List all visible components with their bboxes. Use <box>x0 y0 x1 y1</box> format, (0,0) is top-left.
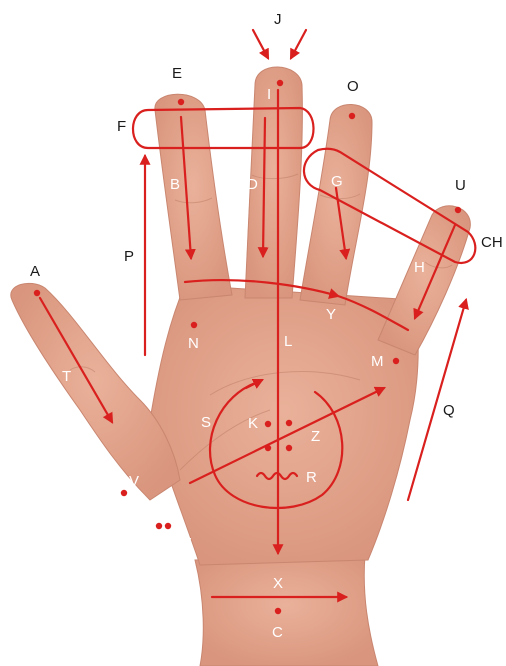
label-u: U <box>455 177 466 194</box>
label-h: H <box>414 259 425 276</box>
label-d: D <box>247 176 258 193</box>
label-b: B <box>170 176 180 193</box>
dot-m <box>393 358 399 364</box>
label-z: Z <box>311 428 320 445</box>
label-n: N <box>188 335 199 352</box>
label-ch: CH <box>481 234 503 251</box>
dot-w1 <box>156 523 162 529</box>
label-e: E <box>172 65 182 82</box>
arrow-j-left <box>253 30 268 58</box>
index-finger <box>155 94 232 300</box>
label-v: V <box>129 473 139 490</box>
dot-k1 <box>265 421 271 427</box>
dot-u <box>455 207 461 213</box>
dot-w2 <box>165 523 171 529</box>
dot-k3 <box>265 445 271 451</box>
label-t: T <box>62 368 71 385</box>
dot-o <box>349 113 355 119</box>
dot-n <box>191 322 197 328</box>
dot-k4 <box>286 445 292 451</box>
label-k: K <box>248 415 258 432</box>
label-g: G <box>331 173 343 190</box>
label-o: O <box>347 78 359 95</box>
label-i: I <box>267 86 271 103</box>
label-j: J <box>274 11 282 28</box>
label-l: L <box>284 333 292 350</box>
palm <box>150 285 418 565</box>
label-c: C <box>272 624 283 641</box>
label-f: F <box>117 118 126 135</box>
dot-i <box>277 80 283 86</box>
arrow-j-right <box>291 30 306 58</box>
label-q: Q <box>443 402 455 419</box>
label-m: M <box>371 353 384 370</box>
ring-finger <box>300 104 372 305</box>
dot-v <box>121 490 127 496</box>
dot-c <box>275 608 281 614</box>
label-r: R <box>306 469 317 486</box>
wrist <box>195 555 378 666</box>
label-x: X <box>273 575 283 592</box>
dot-e <box>178 99 184 105</box>
label-a: A <box>30 263 40 280</box>
dot-a <box>34 290 40 296</box>
label-s: S <box>201 414 211 431</box>
label-p: P <box>124 248 134 265</box>
dot-k2 <box>286 420 292 426</box>
label-y: Y <box>326 306 336 323</box>
label-w: W <box>177 535 192 552</box>
